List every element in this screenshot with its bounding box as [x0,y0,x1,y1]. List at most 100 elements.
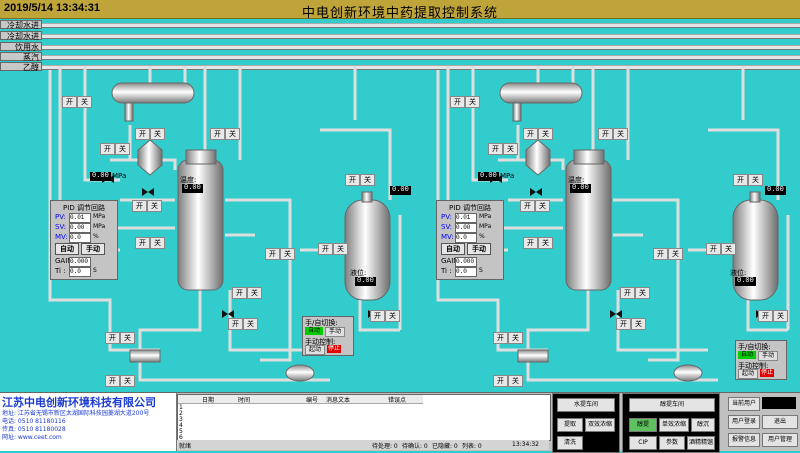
start-button[interactable]: 起动 [738,369,758,379]
valve-toggle[interactable]: 开关 [105,332,135,344]
status-list: 列表: 0 [462,443,482,450]
mode-manual-button[interactable]: 手动 [325,327,345,337]
table-row: 1 [179,404,183,411]
ti-field[interactable]: 0.0 [455,267,477,277]
double-effect-button[interactable]: 双效浓缩 [585,418,615,432]
pressure-unit: MPa [500,172,515,180]
valve-toggle[interactable]: 开关 [370,310,400,322]
company-address: 地址: 江苏省无锡市新区太湖国际科技园菱湖大道200号 [2,410,150,417]
pv-field[interactable]: 0.01 [69,213,91,223]
pipe-label-steam: 蒸汽 [0,52,42,62]
pipe-label-water: 饮用水 [0,42,42,52]
alc-extract-button[interactable]: 醇提 [629,418,657,432]
valve-toggle[interactable]: 开关 [733,174,763,186]
distill-button[interactable]: 酒精精馏 [687,436,715,450]
valve-toggle[interactable]: 开关 [318,243,348,255]
alcohol-extraction-button[interactable]: 醇提车间 [629,398,715,412]
manual-button[interactable]: 手动 [81,243,105,255]
mode-auto-button[interactable]: 自动 [738,351,756,359]
table-row: 5 [179,428,183,435]
pv-field[interactable]: 0.01 [455,213,477,223]
valve-toggle[interactable]: 开关 [653,248,683,260]
mode-panel-right: 手/自切换: 自动 手动 手动控制: 起动 停止 [735,340,787,380]
valve-toggle[interactable]: 开关 [598,128,628,140]
user-management-button[interactable]: 用户管理 [762,433,798,447]
pressure-readout: 0.00 [90,172,111,181]
company-phone: 电话: 0510 81180116 [2,418,66,425]
logout-button[interactable]: 退出 [762,415,798,429]
valve-toggle[interactable]: 开关 [265,248,295,260]
bottom-bar: 江苏中电创新环境科技有限公司 地址: 江苏省无锡市新区太湖国际科技园菱湖大道20… [0,392,800,453]
table-row: 6 [179,434,183,441]
valve-toggle[interactable]: 开关 [105,375,135,387]
valve-toggle[interactable]: 开关 [493,332,523,344]
extract-button[interactable]: 提取 [557,418,583,432]
valve-toggle[interactable]: 开关 [62,96,92,108]
valve-toggle[interactable]: 开关 [493,375,523,387]
auto-button[interactable]: 自动 [55,243,79,255]
pipe-steam [42,55,800,60]
valve-toggle[interactable]: 开关 [210,128,240,140]
valve-toggle[interactable]: 开关 [758,310,788,322]
ti-field[interactable]: 0.0 [69,267,91,277]
sv-field[interactable]: 0.00 [69,223,91,233]
current-user-button[interactable]: 当前用户 [728,397,760,411]
valve-toggle[interactable]: 开关 [523,128,553,140]
valve-toggle[interactable]: 开关 [620,287,650,299]
manual-button[interactable]: 手动 [467,243,491,255]
status-time: 13:34:32 [512,441,539,448]
temp-readout: 0.00 [182,184,203,193]
valve-toggle[interactable]: 开关 [232,287,262,299]
params-button[interactable]: 参数 [659,436,685,450]
water-extraction-panel: 水提车间 提取 双效浓缩 清洗 [552,393,620,453]
level-readout: 0.00 [355,277,376,286]
stop-button[interactable]: 停止 [760,369,774,377]
pipe-label-coolout: 冷却水进 [0,31,42,41]
col-date: 日期 [202,397,215,404]
valve-toggle[interactable]: 开关 [706,243,736,255]
valve-toggle[interactable]: 开关 [100,143,130,155]
alarm-log-table[interactable]: 日期 时间 编号 消息文本 错误点 1 2 3 4 5 6 [177,394,551,441]
table-row: 3 [179,416,183,423]
stop-button[interactable]: 停止 [327,345,341,353]
valve-toggle[interactable]: 开关 [345,174,375,186]
pipe-ethanol [42,65,800,70]
wash-button[interactable]: 清洗 [557,436,583,450]
valve-toggle[interactable]: 开关 [132,200,162,212]
valve-toggle[interactable]: 开关 [135,237,165,249]
start-button[interactable]: 起动 [305,345,325,355]
sv-field[interactable]: 0.00 [455,223,477,233]
login-button[interactable]: 用户登录 [728,415,760,429]
tank-readout: 0.00 [765,186,786,195]
mode-manual-button[interactable]: 手动 [758,351,778,361]
mv-field[interactable]: 0.0 [455,233,477,243]
temp-label: 温度: [180,176,197,184]
water-extraction-button[interactable]: 水提车间 [557,398,615,412]
valve-toggle[interactable]: 开关 [488,143,518,155]
alcohol-extraction-panel: 醇提车间 醇提 单效浓缩 醇沉 CIP 参数 酒精精馏 [622,393,720,453]
valve-toggle[interactable]: 开关 [135,128,165,140]
gain-field[interactable]: 0.000 [455,257,477,267]
level-readout: 0.00 [735,277,756,286]
mv-field[interactable]: 0.0 [69,233,91,243]
user-panel: 当前用户 用户登录 退出 报警信息 用户管理 [722,393,798,451]
valve-toggle[interactable]: 开关 [228,318,258,330]
pipe-water [42,45,800,50]
cip-button[interactable]: CIP [629,436,657,450]
valve-toggle[interactable]: 开关 [523,237,553,249]
single-effect-button[interactable]: 单效浓缩 [659,418,689,432]
alarm-info-button[interactable]: 报警信息 [728,433,760,447]
auto-button[interactable]: 自动 [441,243,465,255]
gain-field[interactable]: 0.000 [69,257,91,267]
status-ready: 就绪 [179,443,192,450]
col-error: 错误点 [388,397,407,404]
valve-toggle[interactable]: 开关 [450,96,480,108]
alcohol-settle-button[interactable]: 醇沉 [691,418,715,432]
pressure-readout: 0.00 [478,172,499,181]
mode-auto-button[interactable]: 自动 [305,327,323,335]
valve-toggle[interactable]: 开关 [520,200,550,212]
pipe-coolout [42,34,800,39]
valve-toggle[interactable]: 开关 [616,318,646,330]
level-label: 液位: [730,269,747,277]
mode-panel-left: 手/自切换: 自动 手动 手动控制: 起动 停止 [302,316,354,356]
